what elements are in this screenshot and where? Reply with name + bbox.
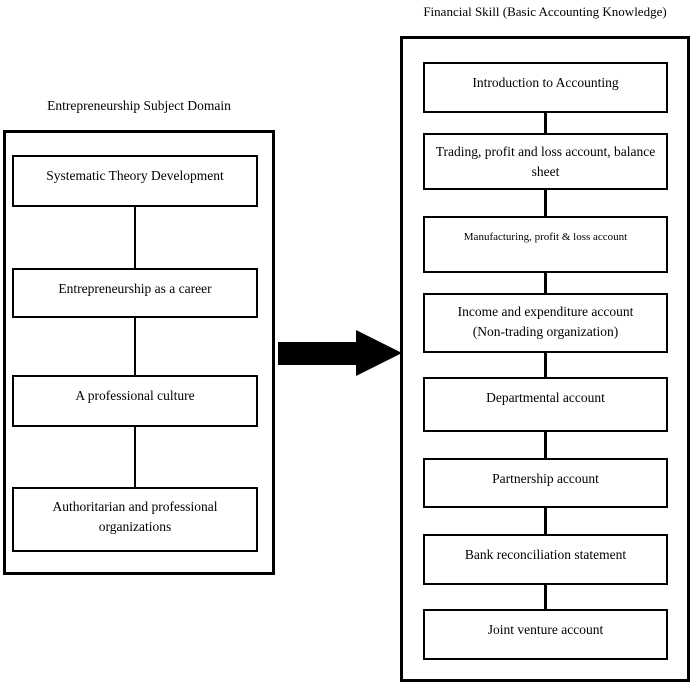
node-trading-profit-loss-balance-sheet: Trading, profit and loss account, balanc…: [423, 133, 668, 190]
node-income-expenditure-account: Income and expenditure account (Non-trad…: [423, 293, 668, 353]
node-manufacturing-profit-loss-account: Manufacturing, profit & loss account: [423, 216, 668, 273]
node-introduction-to-accounting: Introduction to Accounting: [423, 62, 668, 113]
node-departmental-account: Departmental account: [423, 377, 668, 432]
node-professional-culture: A professional culture: [12, 375, 258, 427]
node-entrepreneurship-as-career: Entrepreneurship as a career: [12, 268, 258, 318]
node-joint-venture-account: Joint venture account: [423, 609, 668, 660]
connector-right-2: [544, 190, 547, 216]
connector-left-3: [134, 427, 136, 487]
connector-right-6: [544, 508, 547, 534]
right-panel-title: Financial Skill (Basic Accounting Knowle…: [423, 4, 667, 19]
connector-right-4: [544, 353, 547, 377]
connector-right-7: [544, 585, 547, 609]
node-bank-reconciliation-statement: Bank reconciliation statement: [423, 534, 668, 585]
connector-left-1: [134, 207, 136, 268]
right-panel-frame: [400, 36, 690, 682]
left-panel-title: Entrepreneurship Subject Domain: [47, 98, 231, 113]
left-panel-frame: [3, 130, 275, 575]
connector-right-5: [544, 432, 547, 458]
node-authoritarian-professional-organizations: Authoritarian and professional organizat…: [12, 487, 258, 552]
connector-right-3: [544, 273, 547, 293]
node-partnership-account: Partnership account: [423, 458, 668, 508]
node-systematic-theory-development: Systematic Theory Development: [12, 155, 258, 207]
right-arrow-head: [356, 330, 402, 376]
connector-right-1: [544, 113, 547, 133]
right-arrow-shaft: [278, 342, 356, 365]
connector-left-2: [134, 318, 136, 375]
